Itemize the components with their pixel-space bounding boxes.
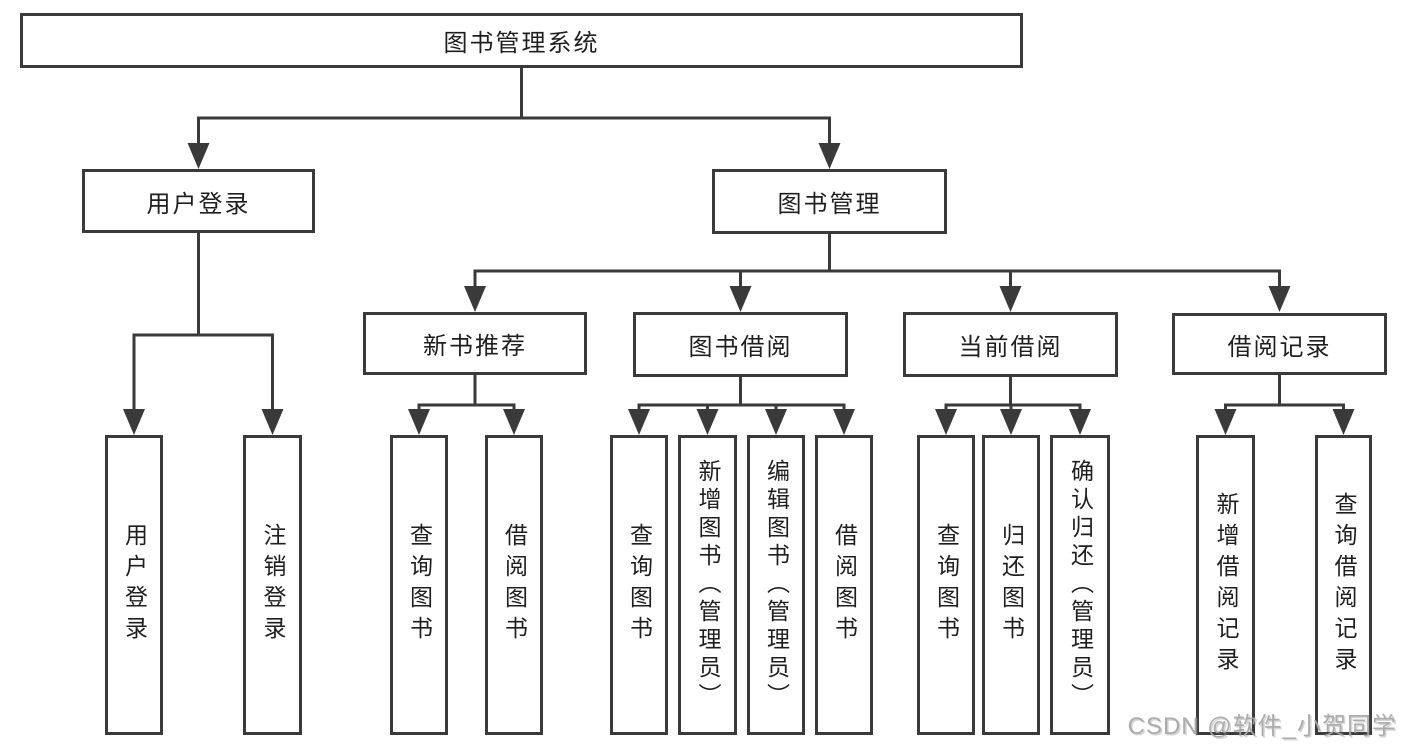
leaf-borrow-query-books-label: 查询图书 <box>626 523 653 647</box>
leaf-query-borrow-record: 查询借阅记录 <box>1315 435 1372 735</box>
leaf-user-login: 用户登录 <box>105 435 163 735</box>
node-current-borrow: 当前借阅 <box>903 312 1118 377</box>
leaf-add-borrow-record: 新增借阅记录 <box>1196 435 1255 735</box>
node-current-borrow-label: 当前借阅 <box>958 334 1063 361</box>
node-new-book-recommend: 新书推荐 <box>363 312 587 375</box>
leaf-return-books: 归还图书 <box>982 435 1040 735</box>
node-user-login-label: 用户登录 <box>146 190 251 218</box>
branch-book-borrow <box>628 377 855 435</box>
leaf-confirm-return-admin: 确认归还（管理员） <box>1050 435 1110 735</box>
node-book-management-label: 图书管理 <box>777 191 882 218</box>
leaf-add-books-admin-label: 新增图书（管理员） <box>695 459 721 711</box>
leaf-edit-books-admin-label: 编辑图书（管理员） <box>763 459 790 711</box>
leaf-current-query-books-label: 查询图书 <box>933 523 960 647</box>
leaf-confirm-return-admin-label: 确认归还（管理员） <box>1067 459 1094 711</box>
branch-book-management <box>464 234 1291 312</box>
leaf-logout: 注销登录 <box>243 435 302 735</box>
leaf-borrow-books-label: 借阅图书 <box>831 523 858 647</box>
node-user-login: 用户登录 <box>82 169 315 233</box>
leaf-recommend-query-books-label: 查询图书 <box>406 523 433 647</box>
node-book-borrow: 图书借阅 <box>633 312 848 377</box>
leaf-query-borrow-record-label: 查询借阅记录 <box>1331 492 1357 678</box>
node-root-label: 图书管理系统 <box>443 30 600 57</box>
leaf-edit-books-admin: 编辑图书（管理员） <box>747 435 805 735</box>
leaf-recommend-borrow-books: 借阅图书 <box>485 435 543 735</box>
branch-current-borrow <box>935 377 1091 435</box>
branch-root <box>187 66 841 169</box>
leaf-borrow-books: 借阅图书 <box>815 435 873 735</box>
leaf-recommend-query-books: 查询图书 <box>390 435 448 735</box>
branch-user-login <box>123 233 284 435</box>
watermark: CSDN @软件_小贺同学 <box>1127 713 1397 740</box>
node-book-management: 图书管理 <box>712 169 947 234</box>
leaf-return-books-label: 归还图书 <box>998 523 1025 647</box>
node-borrow-records: 借阅记录 <box>1172 313 1387 375</box>
leaf-logout-label: 注销登录 <box>260 523 286 647</box>
leaf-current-query-books: 查询图书 <box>917 435 975 735</box>
node-new-book-recommend-label: 新书推荐 <box>423 333 527 360</box>
leaf-add-books-admin: 新增图书（管理员） <box>678 435 737 735</box>
branch-new-book-recommend <box>408 375 525 435</box>
leaf-borrow-query-books: 查询图书 <box>610 435 668 735</box>
node-root: 图书管理系统 <box>20 13 1023 68</box>
leaf-recommend-borrow-books-label: 借阅图书 <box>501 523 528 647</box>
leaf-user-login-label: 用户登录 <box>121 523 148 647</box>
leaf-add-borrow-record-label: 新增借阅记录 <box>1213 492 1239 678</box>
node-book-borrow-label: 图书借阅 <box>688 334 793 361</box>
branch-borrow-records <box>1214 375 1355 435</box>
node-borrow-records-label: 借阅记录 <box>1227 333 1332 361</box>
